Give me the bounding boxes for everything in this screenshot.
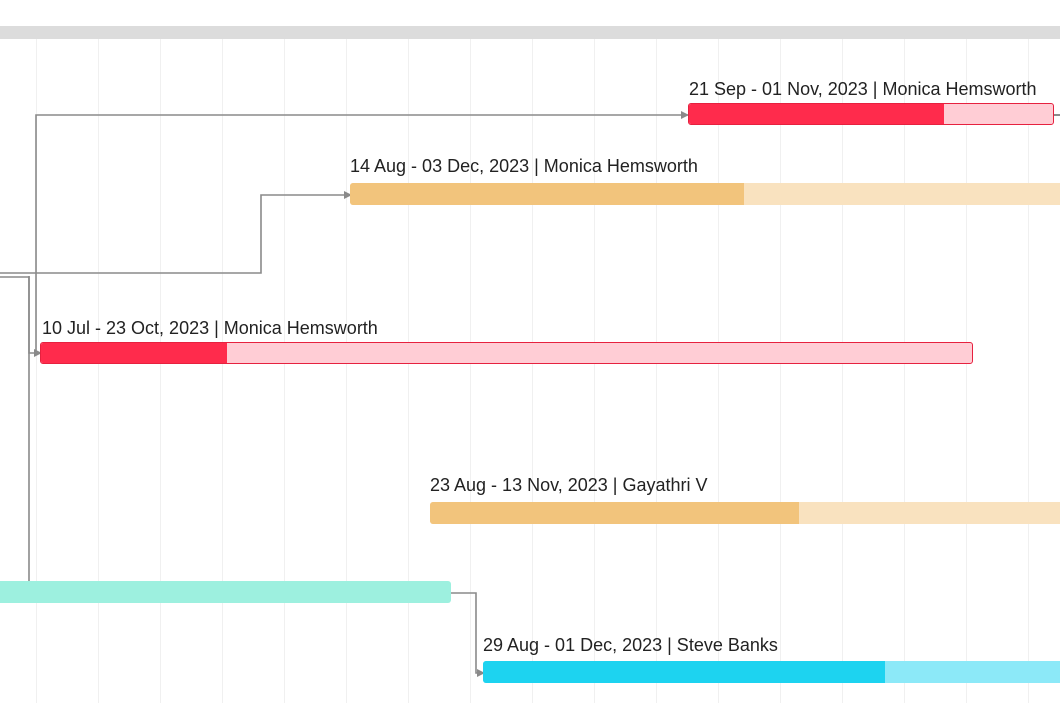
grid-line [842,39,843,703]
task-3-label: 10 Jul - 23 Oct, 2023 | Monica Hemsworth [42,318,378,338]
task-4-label: 23 Aug - 13 Nov, 2023 | Gayathri V [430,475,708,495]
grid-line [656,39,657,703]
task-3-progress [41,343,228,363]
dependency-arrow-to-task-6 [451,592,485,677]
timeline-header-strip [0,26,1060,39]
grid-line [966,39,967,703]
dependency-arrow-to-task-3 [0,276,42,357]
grid-line [470,39,471,703]
task-6-bar[interactable] [483,661,1060,683]
grid-line [718,39,719,703]
grid-line [98,39,99,703]
grid-line [904,39,905,703]
grid-line [780,39,781,703]
grid-line [160,39,161,703]
dependency-arrow-to-task-2 [0,191,352,274]
task-2-label: 14 Aug - 03 Dec, 2023 | Monica Hemsworth [350,156,698,176]
task-6-progress [483,661,886,683]
grid-line [346,39,347,703]
task-4-bar[interactable] [430,502,1060,524]
task-1-tail-connector [1054,114,1060,116]
grid-line [222,39,223,703]
task-5-bar[interactable] [0,581,451,603]
grid-line [1028,39,1029,703]
grid-line [532,39,533,703]
task-1-bar[interactable] [688,103,1054,125]
task-2-progress [350,183,744,205]
task-2-bar[interactable] [350,183,1060,205]
grid-line [36,39,37,703]
grid-line [594,39,595,703]
task-4-progress [430,502,799,524]
task-1-progress [689,104,944,124]
timeline-grid [0,39,1060,703]
task-3-bar[interactable] [40,342,973,364]
grid-line [284,39,285,703]
task-6-label: 29 Aug - 01 Dec, 2023 | Steve Banks [483,635,778,655]
task-1-label: 21 Sep - 01 Nov, 2023 | Monica Hemsworth [689,79,1037,99]
grid-line [408,39,409,703]
